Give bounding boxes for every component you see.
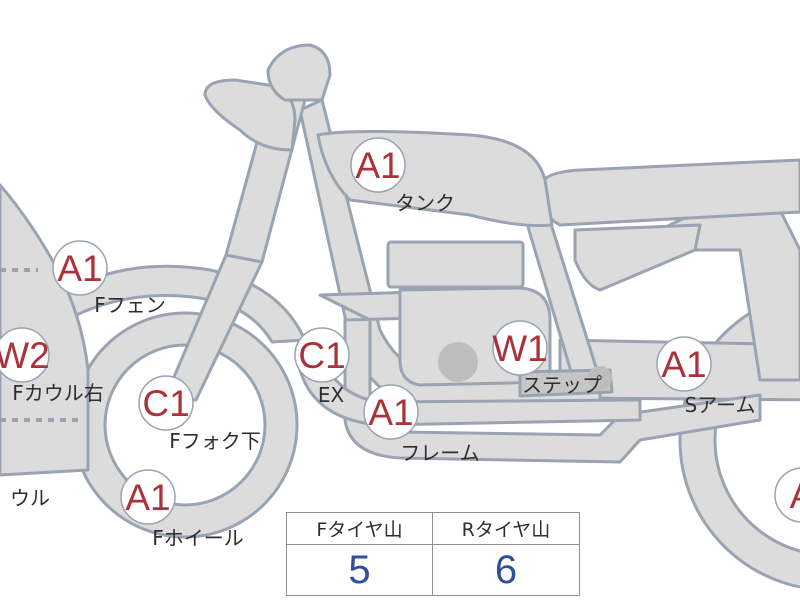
- part-label: Fホイール: [152, 526, 244, 550]
- part-badge: A1: [350, 137, 406, 193]
- badge-circle: [294, 327, 350, 383]
- part-badge: A1: [52, 240, 108, 296]
- badge-code: C1: [298, 335, 345, 376]
- badge-code: A1: [355, 145, 400, 186]
- part-badge: W2: [0, 327, 50, 383]
- badge-code: A1: [125, 477, 170, 518]
- part-badge: A1: [363, 384, 419, 440]
- seat-rear-part: [573, 223, 702, 292]
- front-tire-header: Fタイヤ山: [287, 513, 433, 545]
- badge-circle: [52, 240, 108, 296]
- front-tire-value: 5: [287, 545, 433, 595]
- badge-circle: [120, 469, 176, 525]
- part-badge: C1: [138, 375, 194, 431]
- part-badge: A1: [656, 336, 712, 392]
- part-label: Fフォク下: [169, 429, 261, 453]
- badge-code: A1: [57, 248, 102, 289]
- badge-layer: A1A1W2C1C1W1A1A1A1A: [0, 137, 800, 525]
- tire-table: Fタイヤ山 Rタイヤ山 5 6: [286, 512, 580, 596]
- part-label: EX: [318, 383, 345, 407]
- badge-circle: [363, 384, 419, 440]
- badge-code: A1: [368, 392, 413, 433]
- headlight-part: [203, 78, 297, 152]
- rear-tire-value: 6: [494, 547, 518, 592]
- part-label: フレーム: [400, 441, 479, 465]
- badge-circle: [774, 467, 800, 523]
- badge-circle: [492, 320, 548, 376]
- part-label: Sアーム: [685, 393, 756, 417]
- badge-code: C1: [142, 383, 189, 424]
- part-badge: A: [774, 467, 800, 523]
- part-label: ステップ: [522, 373, 602, 397]
- badge-code: A: [790, 475, 800, 516]
- part-badge: A1: [120, 469, 176, 525]
- seat-part: [538, 158, 800, 227]
- badge-circle: [656, 336, 712, 392]
- part-badge: W1: [492, 320, 548, 376]
- part-badge: C1: [294, 327, 350, 383]
- badge-circle: [138, 375, 194, 431]
- badge-circle: [0, 327, 50, 383]
- part-label: Fフェン: [94, 293, 166, 317]
- part-label: タンク: [395, 191, 455, 215]
- badge-circle: [350, 137, 406, 193]
- front-wheel: [71, 311, 299, 539]
- part-label: Fカウル右: [12, 381, 104, 405]
- rear-tire-header: Rタイヤ山: [433, 513, 579, 545]
- badge-code: A1: [661, 344, 706, 385]
- badge-code: W2: [0, 335, 50, 376]
- cowl-fragment-label: ウル: [10, 486, 50, 510]
- badge-code: W1: [492, 328, 548, 369]
- handlebar-part: [266, 43, 332, 102]
